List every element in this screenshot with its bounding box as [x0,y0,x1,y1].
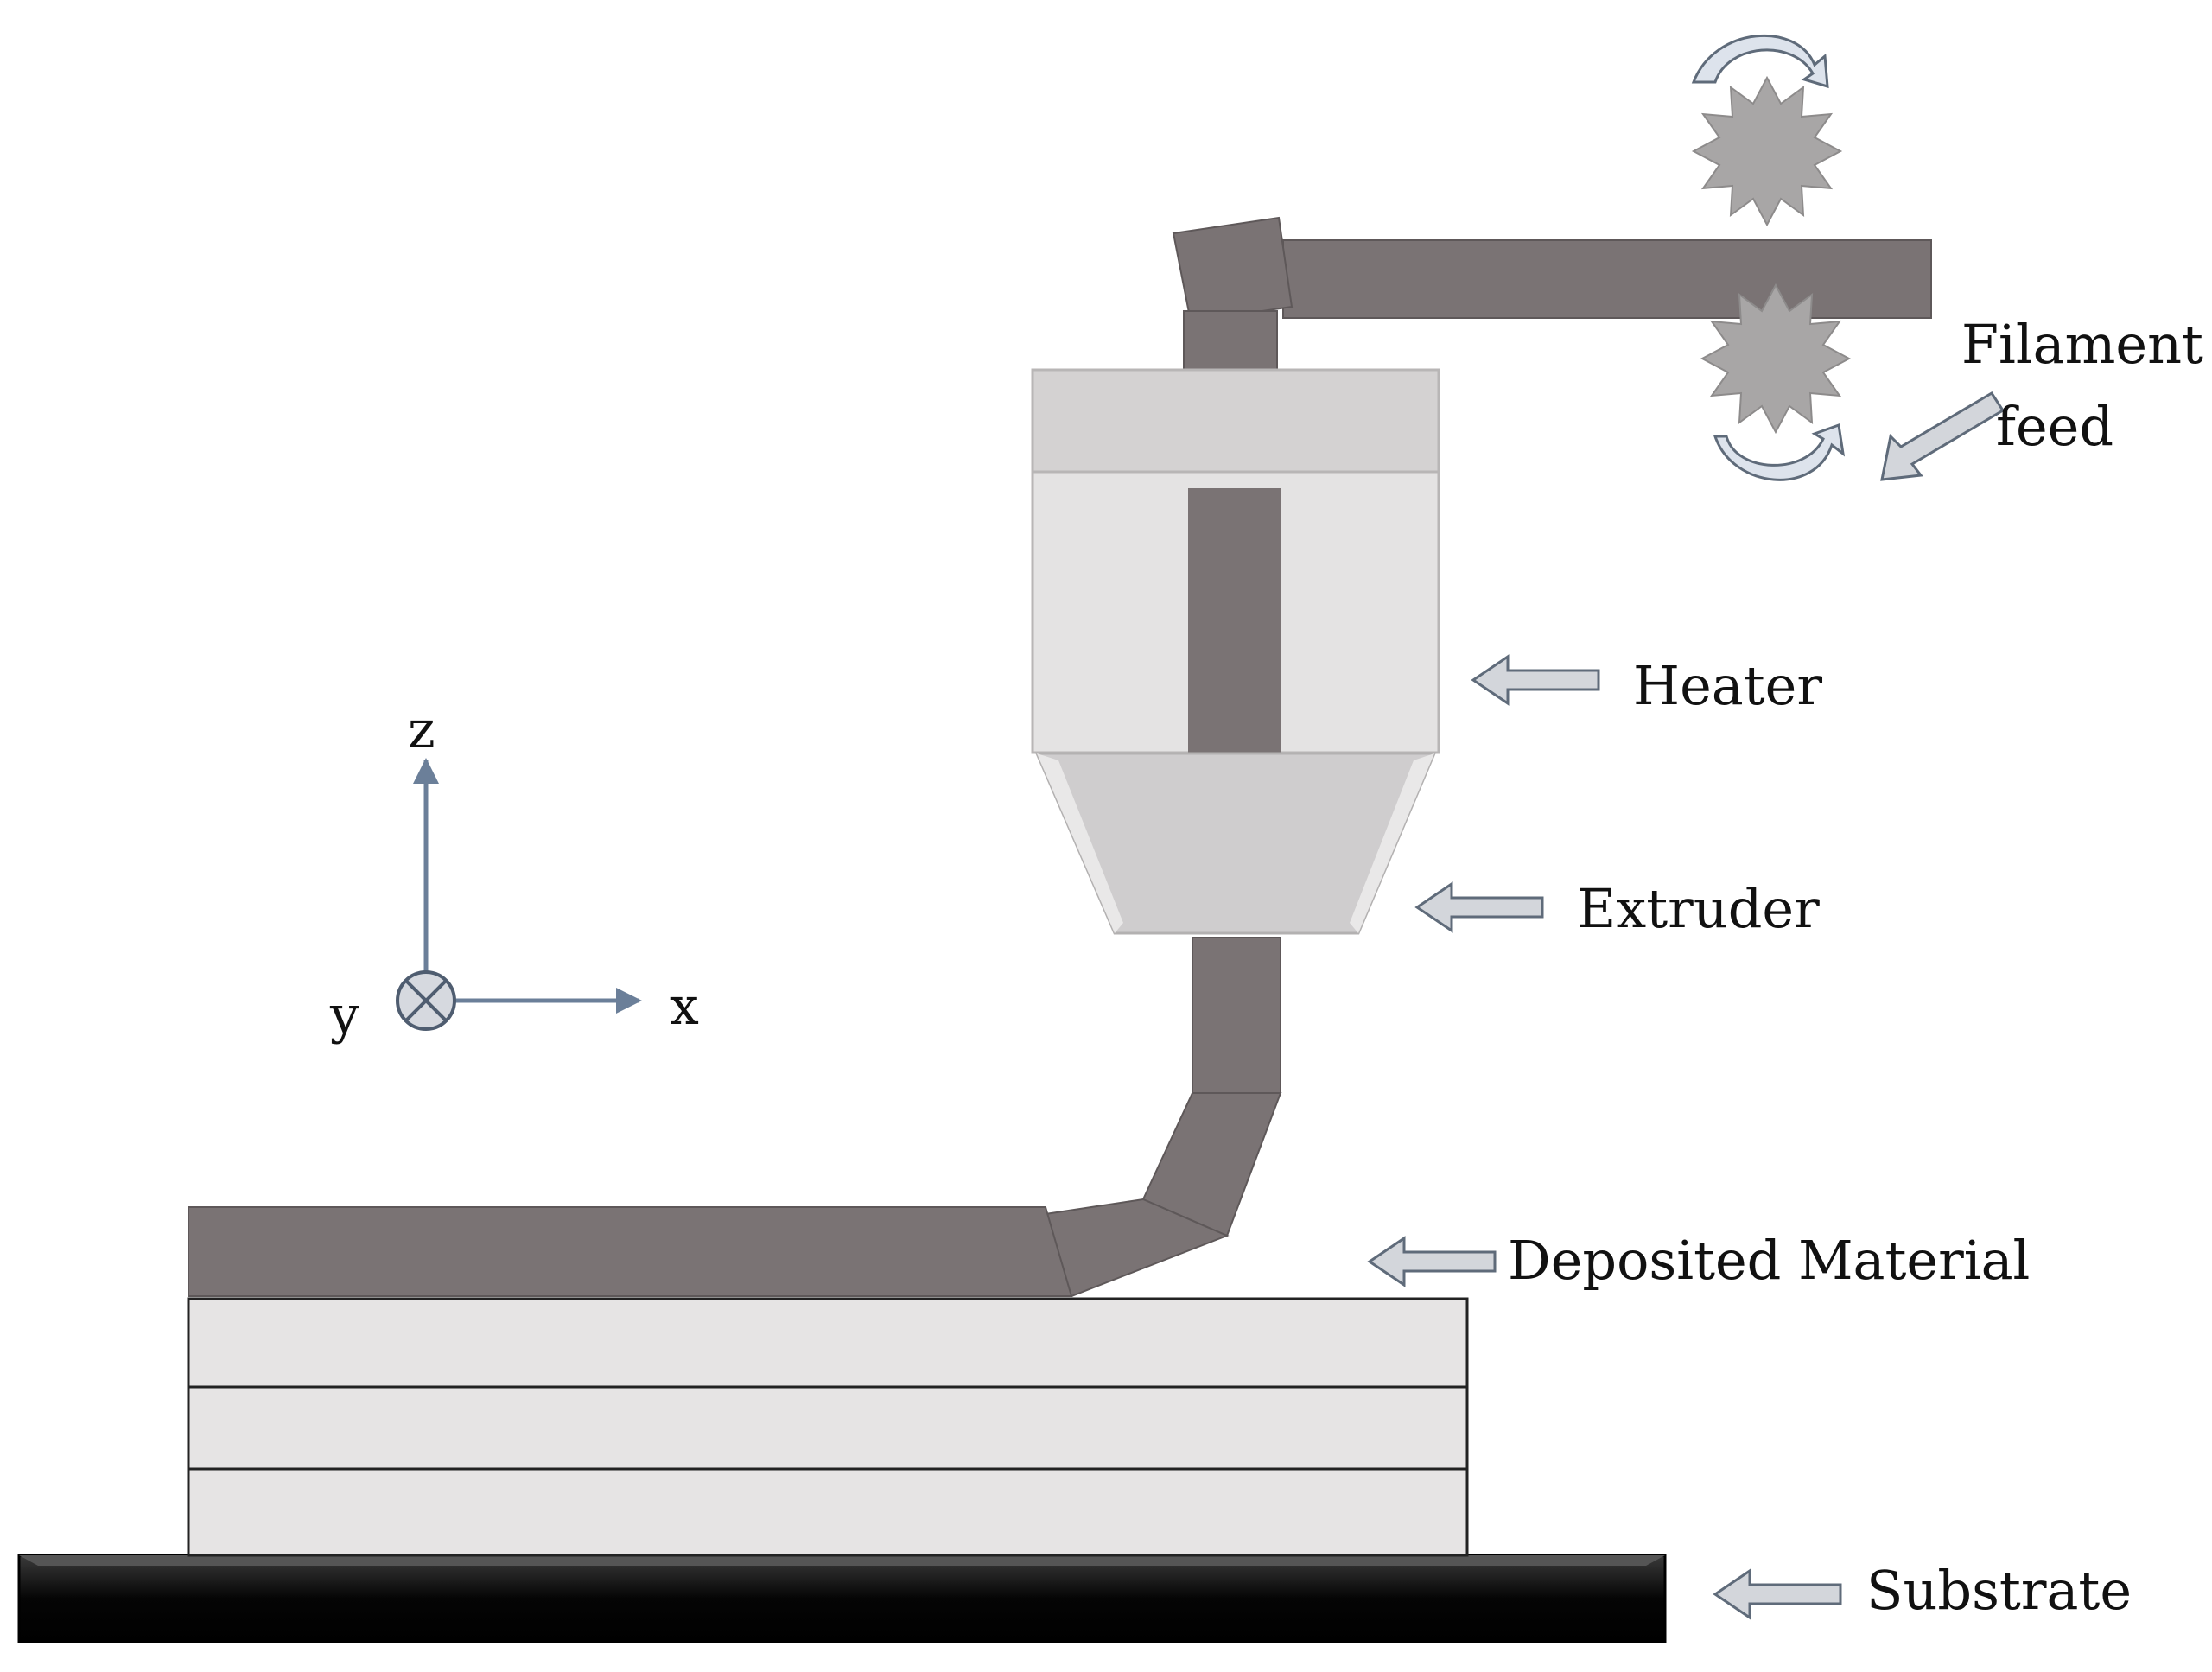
arrow-diagonal-icon [1880,391,2005,481]
substrate-plate [17,1554,1667,1643]
arrow-left-icon [1713,1568,1842,1620]
deposited-layers [187,1297,1469,1557]
rotation-arrow-icon [1713,423,1846,481]
arrow-left-icon [1471,654,1600,706]
heater-core [1188,488,1281,754]
deposited-material-label: Deposited Material [1508,1229,2030,1292]
gear-icon [1700,283,1852,435]
heater-label: Heater [1633,654,1822,717]
rotation-arrow-icon [1691,34,1829,89]
x-axis-label: x [670,976,699,1037]
substrate-label: Substrate [1866,1559,2132,1622]
filament-label-line2: feed [1996,395,2113,458]
z-axis-label: z [408,700,435,760]
layer-3 [187,1467,1469,1557]
coordinate-axes: z y x [329,700,699,1046]
layer-1 [187,1297,1469,1389]
gear-icon [1691,75,1843,227]
pointer-arrows [1367,391,2005,1620]
heater-cap [1031,368,1440,474]
arrow-left-icon [1367,1236,1497,1287]
filament-label-line1: Filament [1961,313,2203,376]
heater-assembly [1031,368,1440,935]
y-axis-label: y [329,985,359,1046]
extruder-label: Extruder [1577,877,1820,940]
extruder-cone [1034,752,1437,935]
y-axis-into-page-icon [396,970,456,1031]
layer-2 [187,1385,1469,1471]
arrow-left-icon [1414,881,1544,933]
